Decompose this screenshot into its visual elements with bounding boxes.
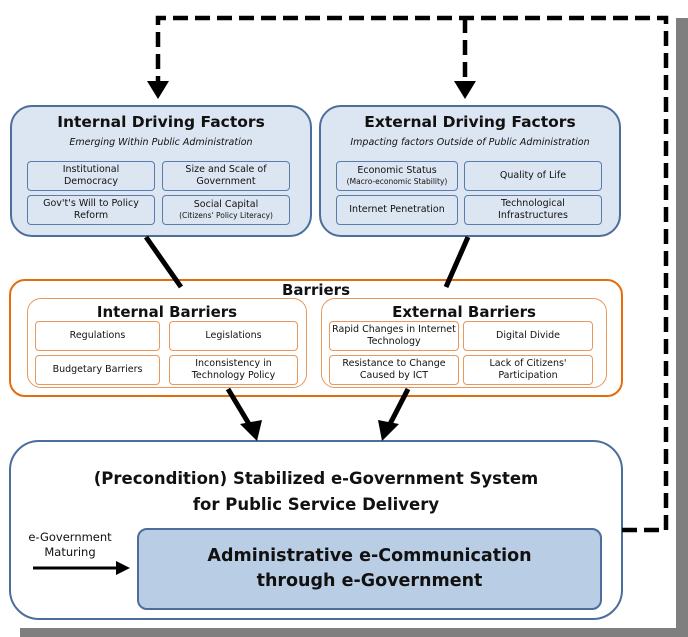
maturing-line-2: Maturing bbox=[44, 544, 96, 559]
cell-line: Quality of Life bbox=[499, 169, 567, 181]
cell-line: Reform bbox=[73, 210, 109, 221]
external-driving-subtitle: Impacting factors Outside of Public Admi… bbox=[350, 137, 590, 148]
precondition-line-2: for Public Service Delivery bbox=[192, 494, 440, 514]
internal-barriers-box: Internal Barriers Regulations Legislatio… bbox=[27, 298, 307, 388]
precondition-box: (Precondition) Stabilized e-Government S… bbox=[9, 440, 623, 620]
cell-line: Institutional bbox=[62, 163, 120, 175]
barrier-rapid-changes: Rapid Changes in Internet Technology bbox=[329, 321, 459, 351]
cell-line: Government bbox=[196, 176, 256, 187]
maturing-arrowhead bbox=[116, 561, 130, 575]
cell-small-line: (Macro-economic Stability) bbox=[346, 177, 448, 187]
precondition-title: (Precondition) Stabilized e-Government S… bbox=[11, 466, 621, 517]
factor-economic-status: Economic Status (Macro-economic Stabilit… bbox=[336, 161, 458, 191]
factor-institutional-democracy: Institutional Democracy bbox=[27, 161, 155, 191]
cell-line: Size and Scale of bbox=[185, 163, 267, 175]
factor-social-capital: Social Capital (Citizens' Policy Literac… bbox=[162, 195, 290, 225]
administrative-line-1: Administrative e-Communication bbox=[207, 545, 532, 566]
administrative-e-communication-box: Administrative e-Communication through e… bbox=[137, 528, 602, 610]
factor-technological-infrastructures: Technological Infrastructures bbox=[464, 195, 602, 225]
precondition-line-1: (Precondition) Stabilized e-Government S… bbox=[93, 469, 539, 488]
cell-line: Gov't's Will to Policy bbox=[43, 197, 139, 209]
cell-line: Democracy bbox=[63, 176, 119, 187]
feedback-arrowhead-left bbox=[147, 81, 169, 99]
barrier-regulations: Regulations bbox=[35, 321, 160, 351]
administrative-line-2: through e-Government bbox=[256, 571, 483, 591]
barriers-box: Barriers Internal Barriers Regulations L… bbox=[9, 279, 623, 397]
internal-driving-title: Internal Driving Factors bbox=[57, 113, 265, 131]
factor-govt-will-policy-reform: Gov't's Will to Policy Reform bbox=[27, 195, 155, 225]
cell-line: Social Capital bbox=[193, 198, 259, 210]
feedback-dashed-line bbox=[155, 15, 669, 533]
internal-driving-connector bbox=[143, 235, 184, 289]
barrier-resistance-to-change: Resistance to Change Caused by ICT bbox=[329, 355, 459, 385]
cell-line: Internet Penetration bbox=[349, 203, 445, 215]
factor-size-scale-government: Size and Scale of Government bbox=[162, 161, 290, 191]
barrier-legislations: Legislations bbox=[169, 321, 298, 351]
barrier-budgetary: Budgetary Barriers bbox=[35, 355, 160, 385]
feedback-arrowhead-right bbox=[454, 81, 476, 99]
internal-driving-subtitle: Emerging Within Public Administration bbox=[69, 137, 253, 148]
factor-internet-penetration: Internet Penetration bbox=[336, 195, 458, 225]
external-barrier-arrow bbox=[387, 387, 411, 426]
factor-quality-of-life: Quality of Life bbox=[464, 161, 602, 191]
external-driving-title: External Driving Factors bbox=[364, 113, 576, 131]
external-driving-connector bbox=[443, 235, 471, 289]
internal-barriers-title: Internal Barriers bbox=[96, 303, 238, 321]
barrier-inconsistency-technology-policy: Inconsistency in Technology Policy bbox=[169, 355, 298, 385]
cell-line: Technological bbox=[501, 197, 565, 209]
external-barriers-box: External Barriers Rapid Changes in Inter… bbox=[321, 298, 607, 388]
external-driving-factors-box: External Driving Factors Impacting facto… bbox=[319, 105, 621, 237]
external-barrier-arrowhead bbox=[378, 420, 399, 441]
cell-small-line: (Citizens' Policy Literacy) bbox=[179, 211, 273, 221]
barrier-digital-divide: Digital Divide bbox=[463, 321, 593, 351]
external-barriers-title: External Barriers bbox=[392, 303, 536, 321]
maturing-label: e-Government Maturing bbox=[15, 530, 125, 560]
barrier-lack-citizens-participation: Lack of Citizens' Participation bbox=[463, 355, 593, 385]
internal-barrier-arrowhead bbox=[240, 420, 262, 441]
maturing-line-1: e-Government bbox=[28, 530, 112, 544]
internal-driving-factors-box: Internal Driving Factors Emerging Within… bbox=[10, 105, 312, 237]
internal-barrier-arrow bbox=[225, 387, 252, 426]
barriers-title: Barriers bbox=[282, 281, 350, 299]
cell-line: Infrastructures bbox=[498, 210, 568, 221]
cell-line: Economic Status bbox=[357, 164, 437, 176]
